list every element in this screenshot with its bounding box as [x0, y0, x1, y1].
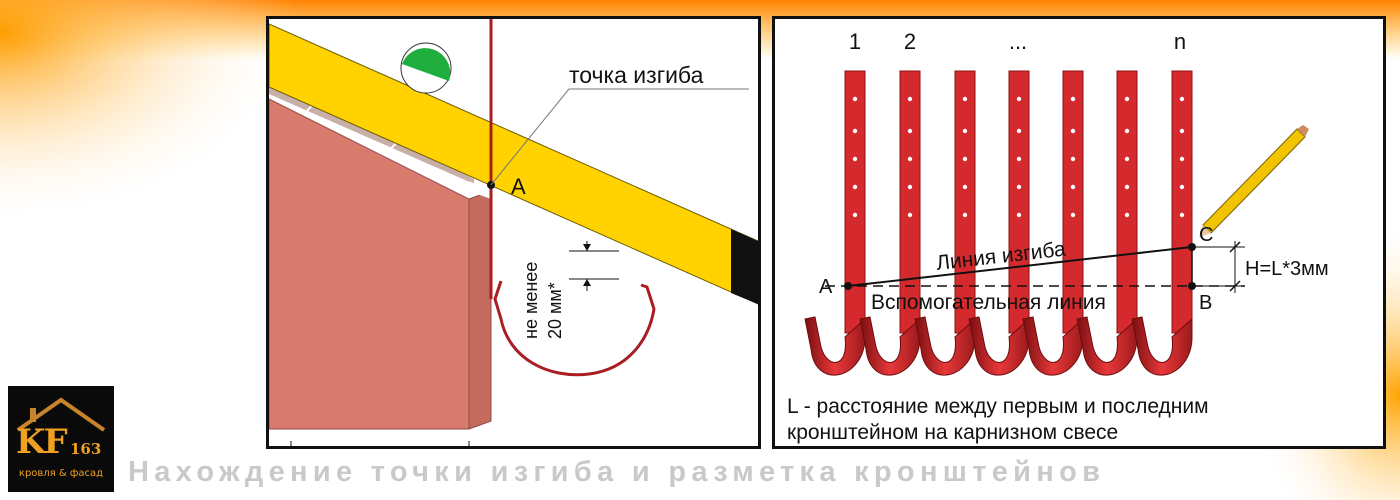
page-caption: Нахождение точки изгиба и разметка кронш…: [128, 456, 1106, 488]
bracket-number-1: 1: [849, 29, 861, 54]
bend-point-label: точка изгиба: [569, 62, 704, 88]
bracket-number-dots: ...: [1009, 29, 1027, 54]
point-c-label: C: [1199, 224, 1213, 246]
logo-main-text: KF: [16, 422, 68, 462]
auxiliary-line-label: Вспомогательная линия: [871, 291, 1106, 314]
point-b-label: B: [1199, 292, 1212, 314]
logo-number: 163: [70, 440, 102, 458]
bracket-4: [968, 70, 1030, 376]
bracket-7: [1131, 70, 1193, 376]
bracket-number-2: 2: [904, 29, 916, 54]
house-roof-icon: [16, 397, 106, 432]
gutter-bracket: [493, 280, 656, 377]
bracket-1: [804, 70, 866, 376]
bend-line: [847, 246, 1193, 287]
bracket-number-n: n: [1174, 29, 1186, 54]
level-vial-icon: [402, 48, 451, 81]
point-a-label: A: [511, 174, 526, 199]
height-formula: H=L*3мм: [1245, 258, 1329, 280]
point-c-marker: [1188, 243, 1196, 251]
bracket-6: [1076, 70, 1138, 376]
legend-line1: L - расстояние между первым и последним: [787, 395, 1209, 418]
bracket-2: [859, 70, 921, 376]
point-b-marker: [1188, 282, 1196, 290]
min-distance-line1: не менее: [521, 262, 541, 339]
bend-point-diagram: точка изгиба A не менее 20 мм*: [266, 16, 761, 449]
level-board: [269, 23, 758, 305]
min-distance-line2: 20 мм*: [545, 282, 565, 339]
brackets-group: [804, 70, 1193, 376]
bracket-3: [914, 70, 976, 376]
bracket-marking-diagram: 1 2 ... n Линия изгиба Вспомогательная л…: [772, 16, 1386, 449]
point-a-label: A: [819, 276, 833, 298]
legend-line2: кронштейном на карнизном свесе: [787, 421, 1118, 444]
logo-subtitle: кровля & фасад: [18, 468, 104, 479]
point-a-marker: [844, 282, 852, 290]
company-logo: KF 163 кровля & фасад: [8, 386, 114, 492]
pencil-icon: [1199, 125, 1309, 237]
bracket-5: [1022, 70, 1084, 376]
